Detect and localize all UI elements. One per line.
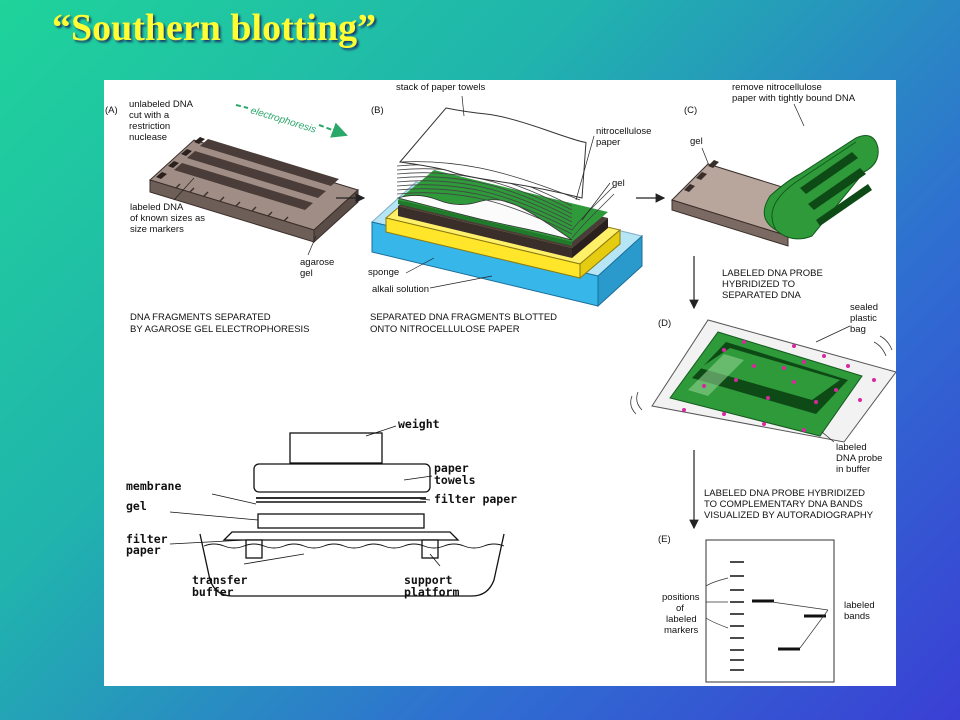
panel-a: (A) unlabeled DNA cut with a restriction… (105, 99, 366, 335)
bottom-filter-paper (222, 531, 460, 541)
electrophoresis-label: electrophoresis (249, 105, 317, 135)
labeled-bands-label: labeled bands (844, 600, 877, 622)
capillary-transfer-apparatus (199, 432, 505, 597)
buffer-tray (199, 533, 505, 597)
panel-b-caption: SEPARATED DNA FRAGMENTS BLOTTED ONTO NIT… (370, 312, 560, 335)
weight-label: weight (398, 417, 440, 431)
panel-d-letter: (D) (658, 318, 671, 329)
filter-paper-bottom-label: filter paper (126, 532, 174, 557)
paper-towels-block (253, 463, 431, 493)
slide-title: “Southern blotting” (52, 7, 377, 49)
panel-b: (B) (368, 82, 666, 335)
membrane-label: membrane (126, 479, 181, 493)
panel-a-letter: (A) (105, 105, 118, 116)
panel-a-caption: DNA FRAGMENTS SEPARATED BY AGAROSE GEL E… (130, 312, 310, 335)
agarose-gel-slab (149, 137, 359, 244)
panel-b-gel-label: gel (612, 178, 625, 189)
support-platform-label: support platform (404, 573, 459, 599)
panel-c-caption: LABELED DNA PROBE HYBRIDIZED TO SEPARATE… (722, 268, 826, 301)
marker-positions-label: positions of labeled markers (662, 592, 702, 636)
paper-towels-label: paper towels (434, 461, 476, 487)
remove-nitrocellulose-label: remove nitrocellulose paper with tightly… (732, 82, 856, 104)
gel-block (257, 513, 425, 529)
transfer-buffer-label: transfer buffer (192, 573, 254, 599)
weight-block (289, 432, 383, 464)
panel-a-unlabeled-dna-label: unlabeled DNA cut with a restriction nuc… (129, 99, 195, 143)
panel-a-agarose-label: agarose gel (300, 257, 337, 279)
panel-c-letter: (C) (684, 105, 697, 116)
electrophoresis-arrow: electrophoresis (235, 104, 348, 138)
panel-d: (D) sealed plastic bag (630, 302, 896, 530)
panel-e-letter: (E) (658, 534, 671, 545)
hybridization-bag (630, 319, 896, 443)
alkali-solution-label: alkali solution (372, 284, 429, 295)
detected-bands (752, 599, 826, 651)
panel-c-gel-label: gel (690, 136, 703, 147)
panel-e: (E) positions of labeled markers labeled… (658, 534, 877, 683)
panel-d-caption: LABELED DNA PROBE HYBRIDIZED TO COMPLEME… (704, 488, 874, 521)
panel-c: (C) remove nitrocellulose paper with tig… (671, 82, 879, 310)
nitrocellulose-paper-label: nitrocellulose paper (596, 126, 654, 148)
apparatus-gel-label: gel (126, 499, 147, 513)
southern-blot-figure: (A) unlabeled DNA cut with a restriction… (105, 82, 896, 683)
gel-with-peeled-membrane (671, 135, 879, 247)
filter-paper-top-label: filter paper (434, 492, 517, 506)
blotting-stack (370, 107, 644, 308)
marker-ladder (730, 561, 744, 671)
sealed-plastic-bag-label: sealed plastic bag (850, 302, 881, 335)
figure-panel: (A) unlabeled DNA cut with a restriction… (104, 80, 896, 686)
panel-b-letter: (B) (371, 105, 384, 116)
sponge-label: sponge (368, 267, 399, 278)
stack-of-paper-towels-label: stack of paper towels (396, 82, 485, 93)
panel-a-labeled-dna-label: labeled DNA of known sizes as size marke… (130, 202, 208, 235)
autoradiograph-film (705, 539, 835, 683)
labeled-dna-probe-label: labeled DNA probe in buffer (836, 442, 885, 475)
apparatus-labels (169, 425, 441, 567)
